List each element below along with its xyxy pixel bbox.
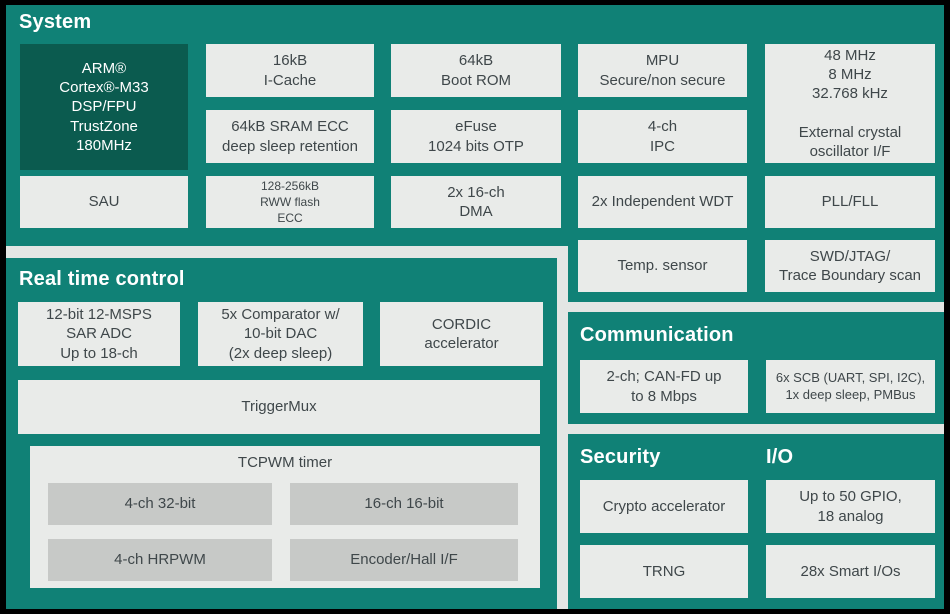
real-time-control-panel-title: Real time control: [19, 268, 185, 290]
block-comparator-dac: 5x Comparator w/10-bit DAC(2x deep sleep…: [198, 302, 363, 366]
block-trng: TRNG: [580, 545, 748, 598]
block-tcpwm-16bit: 16-ch 16-bit: [290, 483, 518, 525]
block-encoder-hall: Encoder/Hall I/F: [290, 539, 518, 581]
block-scb: 6x SCB (UART, SPI, I2C),1x deep sleep, P…: [766, 360, 935, 413]
block-crypto-accelerator: Crypto accelerator: [580, 480, 748, 533]
block-temp-sensor: Temp. sensor: [578, 240, 747, 292]
block-smart-io: 28x Smart I/Os: [766, 545, 935, 598]
block-swd-jtag: SWD/JTAG/Trace Boundary scan: [765, 240, 935, 292]
block-pll-fll: PLL/FLL: [765, 176, 935, 228]
block-hrpwm: 4-ch HRPWM: [48, 539, 272, 581]
block-watchdog: 2x Independent WDT: [578, 176, 747, 228]
block-sau: SAU: [20, 176, 188, 228]
communication-panel-title: Communication: [580, 324, 734, 346]
system-panel-title: System: [19, 11, 92, 33]
security-panel-title: Security: [580, 446, 661, 468]
block-trigger-mux: TriggerMux: [18, 380, 540, 434]
block-gpio: Up to 50 GPIO,18 analog: [766, 480, 935, 533]
tcpwm-timer-label: TCPWM timer: [237, 454, 333, 471]
io-panel-title: I/O: [766, 446, 794, 468]
block-tcpwm-32bit: 4-ch 32-bit: [48, 483, 272, 525]
